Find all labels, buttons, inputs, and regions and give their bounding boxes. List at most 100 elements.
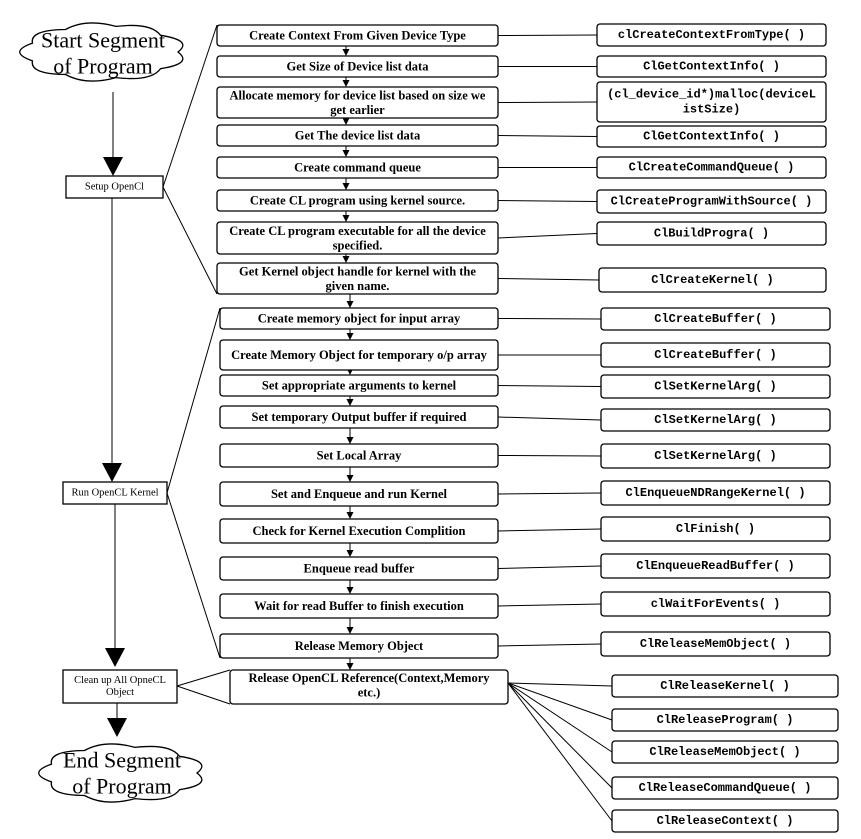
process-step-box [219,443,499,468]
api-call-label: ClReleaseMemObject( ) [640,637,791,651]
start-cloud-label: Start Segment [41,28,165,53]
api-call-label: ClCreateBuffer( ) [654,312,776,326]
api-call-box [600,480,831,506]
api-call-label: ClEnqueueNDRangeKernel( ) [625,486,805,500]
process-step-box [216,221,499,255]
process-step-label: Wait for read Buffer to finish execution [254,599,464,613]
api-call-label: ClCreateKernel( ) [651,273,773,287]
api-call-box [598,267,827,293]
api-connector [497,34,598,36]
api-call-box [600,516,831,542]
phase-bracket [176,669,231,687]
release-api-box [611,708,839,732]
api-call-label: ClGetContextInfo( ) [643,60,780,74]
api-connector [497,492,602,495]
process-step-box [216,24,499,47]
phase-bracket [166,492,221,659]
process-step-label: Create CL program executable for all the… [229,224,486,238]
api-connector [497,603,602,607]
release-api-box [611,740,839,764]
release-api-box [611,809,839,833]
api-call-label: ClGetContextInfo( ) [643,130,780,144]
process-step-label: Set appropriate arguments to kernel [262,379,457,393]
process-step-label: Get Size of Device list data [287,60,430,74]
api-connector [497,200,598,202]
api-call-label: (cl_device_id*)malloc(deviceL [607,88,816,102]
flow-arrowhead [107,718,127,737]
start-cloud-label: of Program [53,54,153,79]
process-step-box [219,518,499,544]
api-call-label: ClCreateCommandQueue( ) [629,161,795,175]
end-cloud-label: End Segment [63,748,181,773]
process-step-label: Release OpenCL Reference(Context,Memory [248,671,490,685]
api-call-box [600,408,831,432]
api-call-box [600,631,831,657]
process-step-label: Set temporary Output buffer if required [252,410,467,424]
release-api-label: ClReleaseProgram( ) [657,713,794,727]
process-step-label: Create Context From Given Device Type [249,29,466,43]
api-call-label: ClSetKernelArg( ) [654,380,776,394]
flow-arrowhead [102,463,122,482]
api-call-box [600,553,831,579]
api-call-label: ClSetKernelArg( ) [654,449,776,463]
api-call-label: ClBuildProgra( ) [654,227,769,241]
api-call-label: ClEnqueueReadBuffer( ) [636,559,794,573]
process-step-box [216,55,499,78]
api-connector [497,233,598,239]
phase-label: Clean up All OpneCL [74,675,166,686]
api-connector [497,643,602,647]
process-step-box [216,156,499,179]
api-call-box [596,156,827,179]
api-call-label: istSize) [683,103,741,117]
start-cloud [19,22,184,82]
end-cloud [38,743,203,803]
api-connector [497,135,598,137]
api-connector [497,278,600,281]
process-step-label: Release Memory Object [295,639,424,653]
phase-bracket [166,307,221,494]
phase-box-run [62,481,168,505]
flow-arrowhead [103,157,123,176]
api-connector [497,101,598,103]
api-connector [497,416,602,421]
process-step-label: specified. [333,238,383,252]
process-step-box [219,339,499,371]
api-call-label: clCreateContextFromType( ) [618,28,805,42]
process-step-label: Create memory object for input array [258,312,461,326]
process-step-box [219,374,499,397]
process-step-box [229,669,509,705]
flow-arrowhead [105,648,125,667]
api-call-box [600,443,831,469]
api-call-label: clWaitForEvents( ) [651,597,781,611]
process-step-label: Enqueue read buffer [304,562,415,576]
api-call-box [600,307,831,331]
process-step-box [216,124,499,147]
api-call-label: ClCreateProgramWithSource( ) [611,195,813,209]
api-connector [497,318,602,320]
process-step-box [216,262,499,295]
api-call-box [596,55,827,78]
release-api-label: ClReleaseKernel( ) [660,679,790,693]
api-call-box [600,342,831,368]
api-call-box [596,23,827,47]
process-step-box [219,307,499,330]
process-step-label: Set Local Array [317,449,402,463]
phase-bracket [176,685,231,705]
api-call-box [596,81,827,123]
phase-box-setup [65,175,164,199]
process-step-box [219,481,499,507]
process-step-label: Set and Enqueue and run Kernel [271,487,448,501]
release-connector [507,682,613,687]
release-connector [507,682,613,753]
process-step-label: Create CL program using kernel source. [250,194,465,208]
process-step-label: Check for Kernel Execution Complition [253,524,466,538]
process-step-label: given name. [326,279,390,293]
process-step-label: etc.) [358,685,381,699]
release-api-label: ClReleaseCommandQueue( ) [639,781,812,795]
api-call-box [596,189,827,214]
process-step-label: Allocate memory for device list based on… [230,88,486,102]
phase-label: Setup OpenCl [85,182,144,193]
api-call-box [596,125,827,148]
release-connector [507,682,613,721]
